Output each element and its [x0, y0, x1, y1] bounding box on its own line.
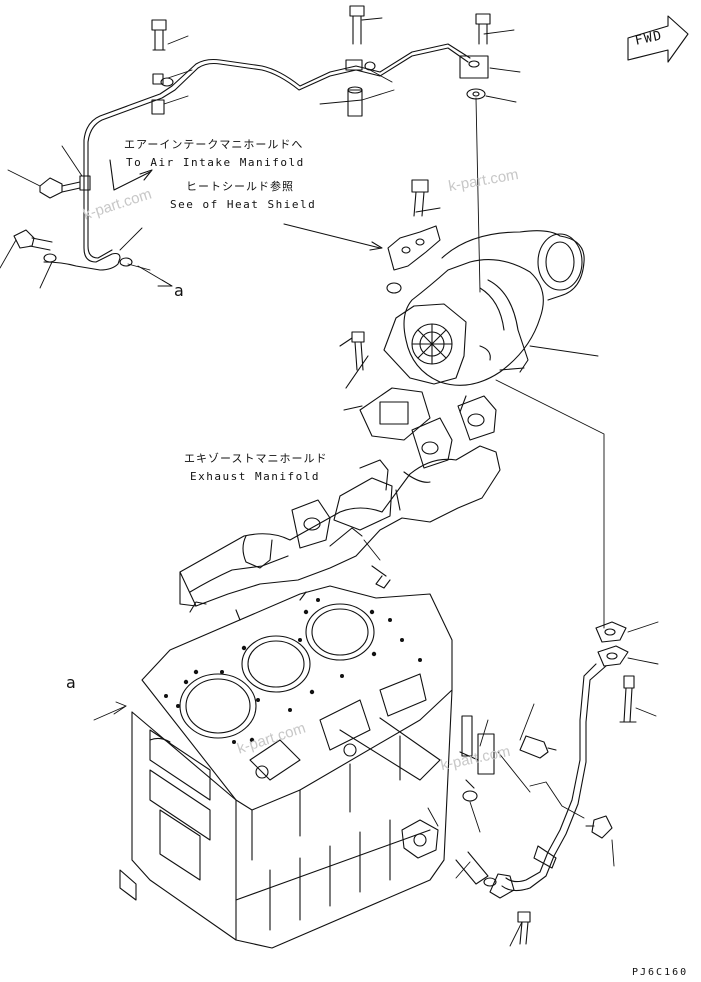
- reference-a-upper: a: [174, 281, 184, 300]
- oil-return-pipe: [455, 621, 637, 945]
- bolts-top: [13, 5, 491, 267]
- drawing-code: PJ6C160: [632, 967, 689, 978]
- exhaust-note-en: Exhaust Manifold: [190, 470, 320, 483]
- heat-shield-note-en: See of Heat Shield: [170, 198, 317, 211]
- note-arrows: [109, 159, 383, 251]
- drain-fittings: [459, 715, 495, 802]
- reference-a-lower: a: [66, 673, 76, 692]
- air-intake-note-en: To Air Intake Manifold: [126, 156, 305, 169]
- heat-shield-bracket: [387, 179, 441, 271]
- heat-shield-note-jp: ヒートシールド参照: [186, 180, 294, 193]
- engine-block: [119, 585, 453, 949]
- fwd-arrow-icon: [627, 15, 689, 63]
- turbo-gasket: [343, 387, 431, 441]
- pipe-clamps: [152, 55, 489, 100]
- exhaust-note-jp: エキゾーストマニホールド: [184, 452, 328, 465]
- exhaust-manifold: [179, 395, 501, 607]
- bolts-turbo: [339, 331, 369, 389]
- head-bolt-holes: [164, 598, 422, 744]
- leader-lines-right: [93, 97, 659, 947]
- leader-lines-top: [0, 17, 521, 289]
- oil-supply-pipe: [43, 43, 471, 271]
- air-intake-note-jp: エアーインテークマニホールドへ: [124, 138, 304, 151]
- turbocharger: [383, 230, 585, 386]
